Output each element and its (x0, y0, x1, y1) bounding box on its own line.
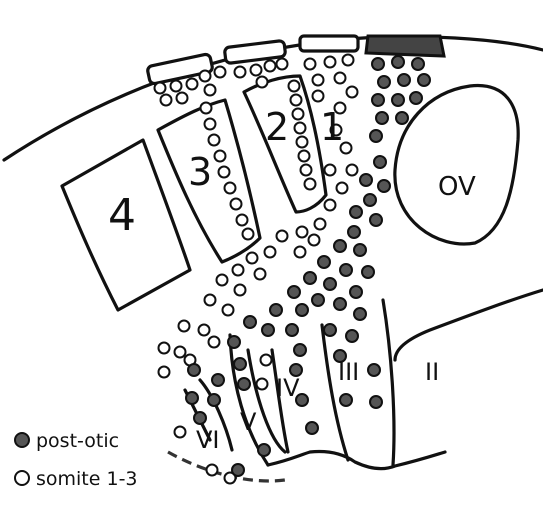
arch-floor (268, 452, 445, 469)
ventral-contour (395, 290, 543, 360)
otic-vesicle-label: OV (438, 172, 476, 202)
otic-vesicle (395, 86, 518, 244)
arch-ii-label: II (425, 358, 439, 386)
arch-boundary-iii-iv (322, 325, 348, 460)
somite-1-label: 1 (320, 105, 344, 149)
legend-somite-swatch (15, 471, 29, 485)
legend: post-otic somite 1-3 (15, 430, 138, 490)
arch-iii-label: III (338, 358, 359, 386)
somite-2-label: 2 (265, 105, 289, 149)
ectoderm-strip (300, 36, 358, 51)
ectoderm-strip-post-otic (366, 36, 444, 56)
arch-iv-label: IV (276, 374, 300, 402)
somite-3-label: 3 (188, 150, 212, 194)
arch-boundary-ii-iii (383, 300, 394, 465)
arch-v-label: V (240, 408, 257, 436)
legend-somite-label: somite 1-3 (36, 468, 138, 490)
somite-4-label: 4 (108, 190, 136, 241)
legend-post-otic-swatch (15, 433, 29, 447)
arch-vi-label: VI (196, 426, 220, 454)
ectoderm-strip (224, 40, 286, 63)
legend-post-otic-label: post-otic (36, 430, 119, 452)
